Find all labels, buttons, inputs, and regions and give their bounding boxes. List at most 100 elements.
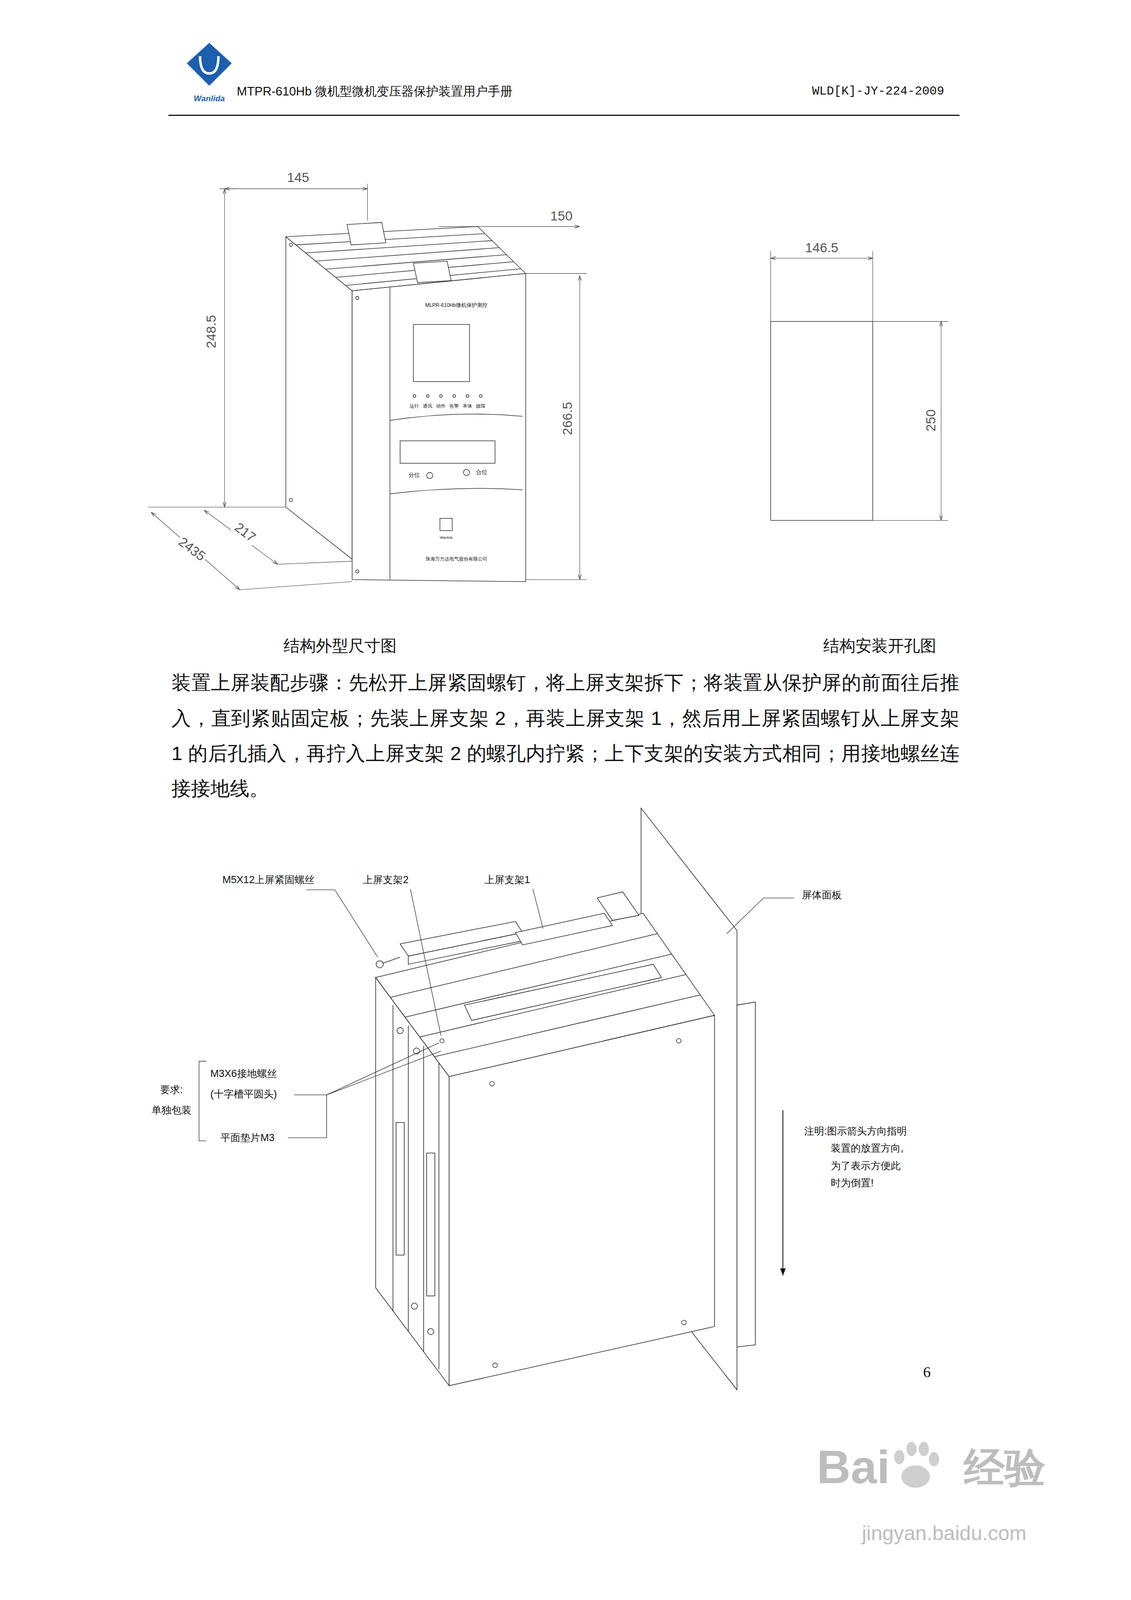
- screw: [489, 1081, 495, 1086]
- led: [413, 394, 417, 398]
- connector: [396, 1122, 405, 1255]
- part-label: 上屏支架2: [362, 873, 409, 886]
- dimension-text: 146.5: [803, 240, 841, 256]
- button-label: 合位: [475, 469, 488, 476]
- second-display: [399, 440, 495, 464]
- logo-diamond: [186, 42, 232, 86]
- panel-edge: [389, 287, 390, 580]
- led: [426, 394, 430, 398]
- company-name: 珠海万力达电气股份有限公司: [425, 556, 488, 562]
- screw: [355, 296, 359, 300]
- panel-curve: [389, 488, 523, 494]
- slot: [408, 1025, 409, 1332]
- watermark-paw: [893, 1441, 940, 1488]
- led: [439, 394, 443, 398]
- paw-toe: [918, 1441, 929, 1456]
- led-label: 本体: [462, 403, 473, 409]
- led-label: 通讯: [422, 403, 433, 409]
- leader-line: [287, 1137, 327, 1138]
- leader-line: [532, 888, 543, 929]
- led: [479, 394, 483, 398]
- screw: [289, 498, 293, 502]
- extension-line: [277, 560, 353, 564]
- body-paragraph: 装置上屏装配步骤：先松开上屏紧固螺钉，将上屏支架拆下；将装置从保护屏的前面往后推…: [171, 665, 960, 806]
- part-label: (十字槽平圆头): [210, 1087, 277, 1100]
- leader-line: [410, 888, 441, 1036]
- connector-knob: [427, 1328, 434, 1335]
- panel-curve: [389, 414, 523, 421]
- orientation-arrow: [782, 1110, 784, 1276]
- slot: [423, 1045, 424, 1352]
- leader-line: [326, 1042, 439, 1095]
- leader-line: [726, 897, 795, 934]
- paw-toe: [893, 1449, 904, 1464]
- leader-line: [306, 889, 378, 958]
- rail: [419, 974, 686, 1037]
- extension-line: [525, 273, 588, 274]
- button-label: 分位: [408, 472, 420, 479]
- header-rule: [168, 114, 960, 116]
- front-flange: [351, 273, 526, 582]
- bracket-1: [515, 912, 613, 945]
- led-row: [413, 394, 483, 398]
- part-label: 平面垫片M3: [220, 1131, 275, 1144]
- fixing-screw: [376, 960, 384, 968]
- dimension-line: [770, 257, 873, 259]
- logo-text: Wanlida: [193, 94, 226, 104]
- note-text: 注明:图示箭头方向指明装置的放置方向,为了表示方便此时为倒置!: [804, 1122, 911, 1192]
- extension-line: [872, 250, 874, 322]
- extension-line: [219, 188, 238, 190]
- document-number: WLD[K]-JY-224-2009: [811, 84, 944, 99]
- slot: [392, 1005, 394, 1312]
- device-face: [449, 1015, 715, 1386]
- leader-line: [294, 1094, 327, 1095]
- dimension-text: 150: [548, 208, 575, 224]
- device-top: [375, 912, 715, 1077]
- connector-knob: [411, 1302, 418, 1310]
- connector: [426, 1152, 435, 1296]
- bracket-1-block: [597, 891, 639, 921]
- panel-logo: [439, 518, 453, 531]
- terminal-slots: [392, 1005, 439, 1370]
- rail: [405, 953, 672, 1017]
- dimension-line: [438, 226, 580, 227]
- logo-mark: [186, 42, 232, 86]
- extension-line: [525, 579, 588, 580]
- device-side: [285, 236, 353, 560]
- rail-bar: [464, 964, 662, 1021]
- watermark: jingyan.baidu.com: [862, 1521, 1027, 1546]
- figure-caption: 结构外型尺寸图: [283, 636, 397, 656]
- led: [465, 394, 469, 398]
- rib: [315, 247, 500, 261]
- led-label: 动作: [436, 403, 446, 409]
- extension-line: [770, 250, 771, 322]
- top-block: [413, 261, 452, 283]
- slot: [438, 1063, 439, 1369]
- dimension-line: [224, 188, 225, 507]
- extension-line: [148, 506, 286, 508]
- screw: [676, 1038, 681, 1043]
- dimension-text: 145: [285, 170, 312, 186]
- paw-toe: [929, 1452, 940, 1467]
- requirement-label: 要求:: [160, 1083, 183, 1096]
- dimension-line: [204, 510, 278, 565]
- leader-line: [326, 1094, 327, 1138]
- paw-toe: [906, 1441, 917, 1456]
- bracket-2: [408, 932, 523, 965]
- extension-line: [367, 183, 368, 221]
- screw: [492, 1362, 497, 1368]
- led: [452, 394, 456, 398]
- cutout-rect: [770, 321, 873, 521]
- dimension-lines: [148, 183, 588, 590]
- leader-lines: [199, 888, 795, 1276]
- leader-line: [326, 1050, 442, 1095]
- led-label: 故障: [475, 403, 486, 409]
- extension-line: [872, 520, 949, 521]
- logo-glyph: [199, 56, 219, 74]
- dimension-line: [151, 512, 240, 590]
- paw-pad: [901, 1464, 930, 1488]
- lcd-screen: [413, 324, 470, 382]
